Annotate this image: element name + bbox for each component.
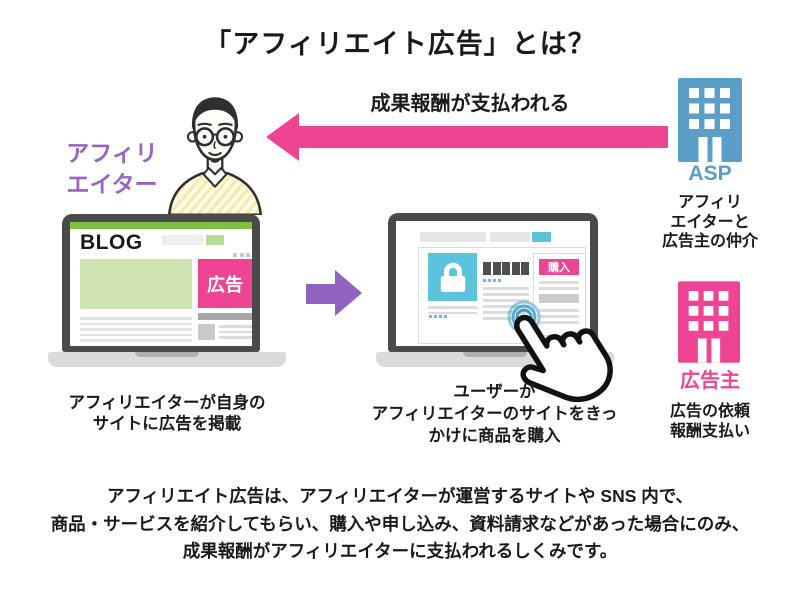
product-image-placeholder (428, 253, 477, 301)
rating-dots (483, 279, 501, 282)
advertiser-description: 広告の依頼 報酬支払い (648, 402, 772, 441)
reward-arrow-label: 成果報酬が支払われる (370, 93, 570, 115)
advertiser-building-icon (678, 281, 740, 363)
asp-description: アフィリ エイターと 広告主の仲介 (648, 193, 772, 252)
summary-paragraph: アフィリエイト広告は、アフィリエイターが運営するサイトや SNS 内で、 商品・… (0, 483, 800, 566)
blog-laptop-notch (135, 352, 199, 357)
user-laptop-caption: ユーザーが アフィリエイターのサイトをきっ かけに商品を購入 (352, 381, 637, 447)
product-description-lines (483, 287, 529, 320)
blog-topbar (70, 222, 252, 229)
blog-site-name: BLOG (80, 231, 143, 254)
blog-widget-dots (233, 253, 250, 257)
blog-text-lines (80, 317, 192, 342)
asp-description-line: 広告主の仲介 (661, 233, 758, 250)
summary-line: アフィリエイト広告は、アフィリエイターが運営するサイトや SNS 内で、 (106, 486, 694, 506)
caption-line: サイトに広告を掲載 (92, 415, 242, 433)
caption-line: アフィリエイターのサイトをきっ (371, 405, 618, 423)
affiliator-avatar (167, 97, 263, 215)
shop-product-card: 購入 (418, 247, 586, 344)
reward-arrow-icon (266, 113, 668, 161)
asp-description-line: アフィリ (678, 194, 742, 211)
asp-name: ASP (688, 162, 732, 185)
blog-thumbnail-lines (219, 325, 252, 339)
blog-searchbar-placeholder (162, 235, 203, 245)
summary-line: 成果報酬がアフィリエイターに支払われるしくみです。 (182, 541, 618, 561)
product-title-blocks (483, 262, 529, 275)
shop-nav-placeholder (490, 232, 530, 242)
purchase-panel-lines (539, 309, 579, 324)
asp-description-line: エイターと (670, 213, 750, 231)
flow-arrow-icon (306, 270, 362, 316)
user-laptop-screen: 購入 (396, 221, 590, 346)
summary-line: 商品・サービスを紹介してもらい、購入や申し込み、資料請求などがあった場合にのみ、 (50, 513, 750, 534)
affiliator-label-line: アフィリ (66, 140, 158, 166)
blog-laptop-caption: アフィリエイターが自身の サイトに広告を掲載 (38, 393, 296, 435)
blog-laptop-base (48, 352, 286, 367)
affiliator-label-line: エイター (66, 171, 158, 197)
advertiser-description-line: 広告の依頼 (669, 403, 750, 420)
shop-nav-placeholder (420, 232, 486, 242)
purchase-panel-lines (539, 281, 579, 290)
page-title: 「アフィリエイト広告」とは？ (204, 29, 596, 59)
rating-dots (429, 315, 447, 318)
lock-icon (440, 262, 465, 292)
product-meta-lines (428, 306, 477, 314)
purchase-panel-block (539, 294, 579, 303)
purchase-panel: 購入 (533, 253, 586, 336)
blog-thumbnail-placeholder (198, 324, 215, 340)
caption-line: アフィリエイターが自身の (68, 394, 266, 412)
blog-laptop-screen: BLOG 広告 (70, 222, 252, 346)
blog-ad-banner: 広告 (198, 259, 252, 308)
blog-search-button-placeholder (206, 235, 224, 245)
buy-button: 購入 (539, 259, 579, 275)
blog-sidebar-divider (198, 313, 252, 320)
advertiser-name: 広告主 (680, 370, 740, 392)
caption-line: かけに商品を購入 (428, 427, 561, 445)
user-laptop-notch (463, 352, 527, 357)
caption-line: ユーザーが (453, 383, 536, 401)
affiliator-label: アフィリ エイター (58, 138, 166, 200)
advertiser-description-line: 報酬支払い (669, 422, 750, 440)
hand-cursor-icon (514, 314, 613, 403)
asp-building-icon (678, 78, 742, 162)
blog-hero-image-placeholder (80, 259, 192, 309)
shop-nav-active-tab (532, 232, 551, 242)
